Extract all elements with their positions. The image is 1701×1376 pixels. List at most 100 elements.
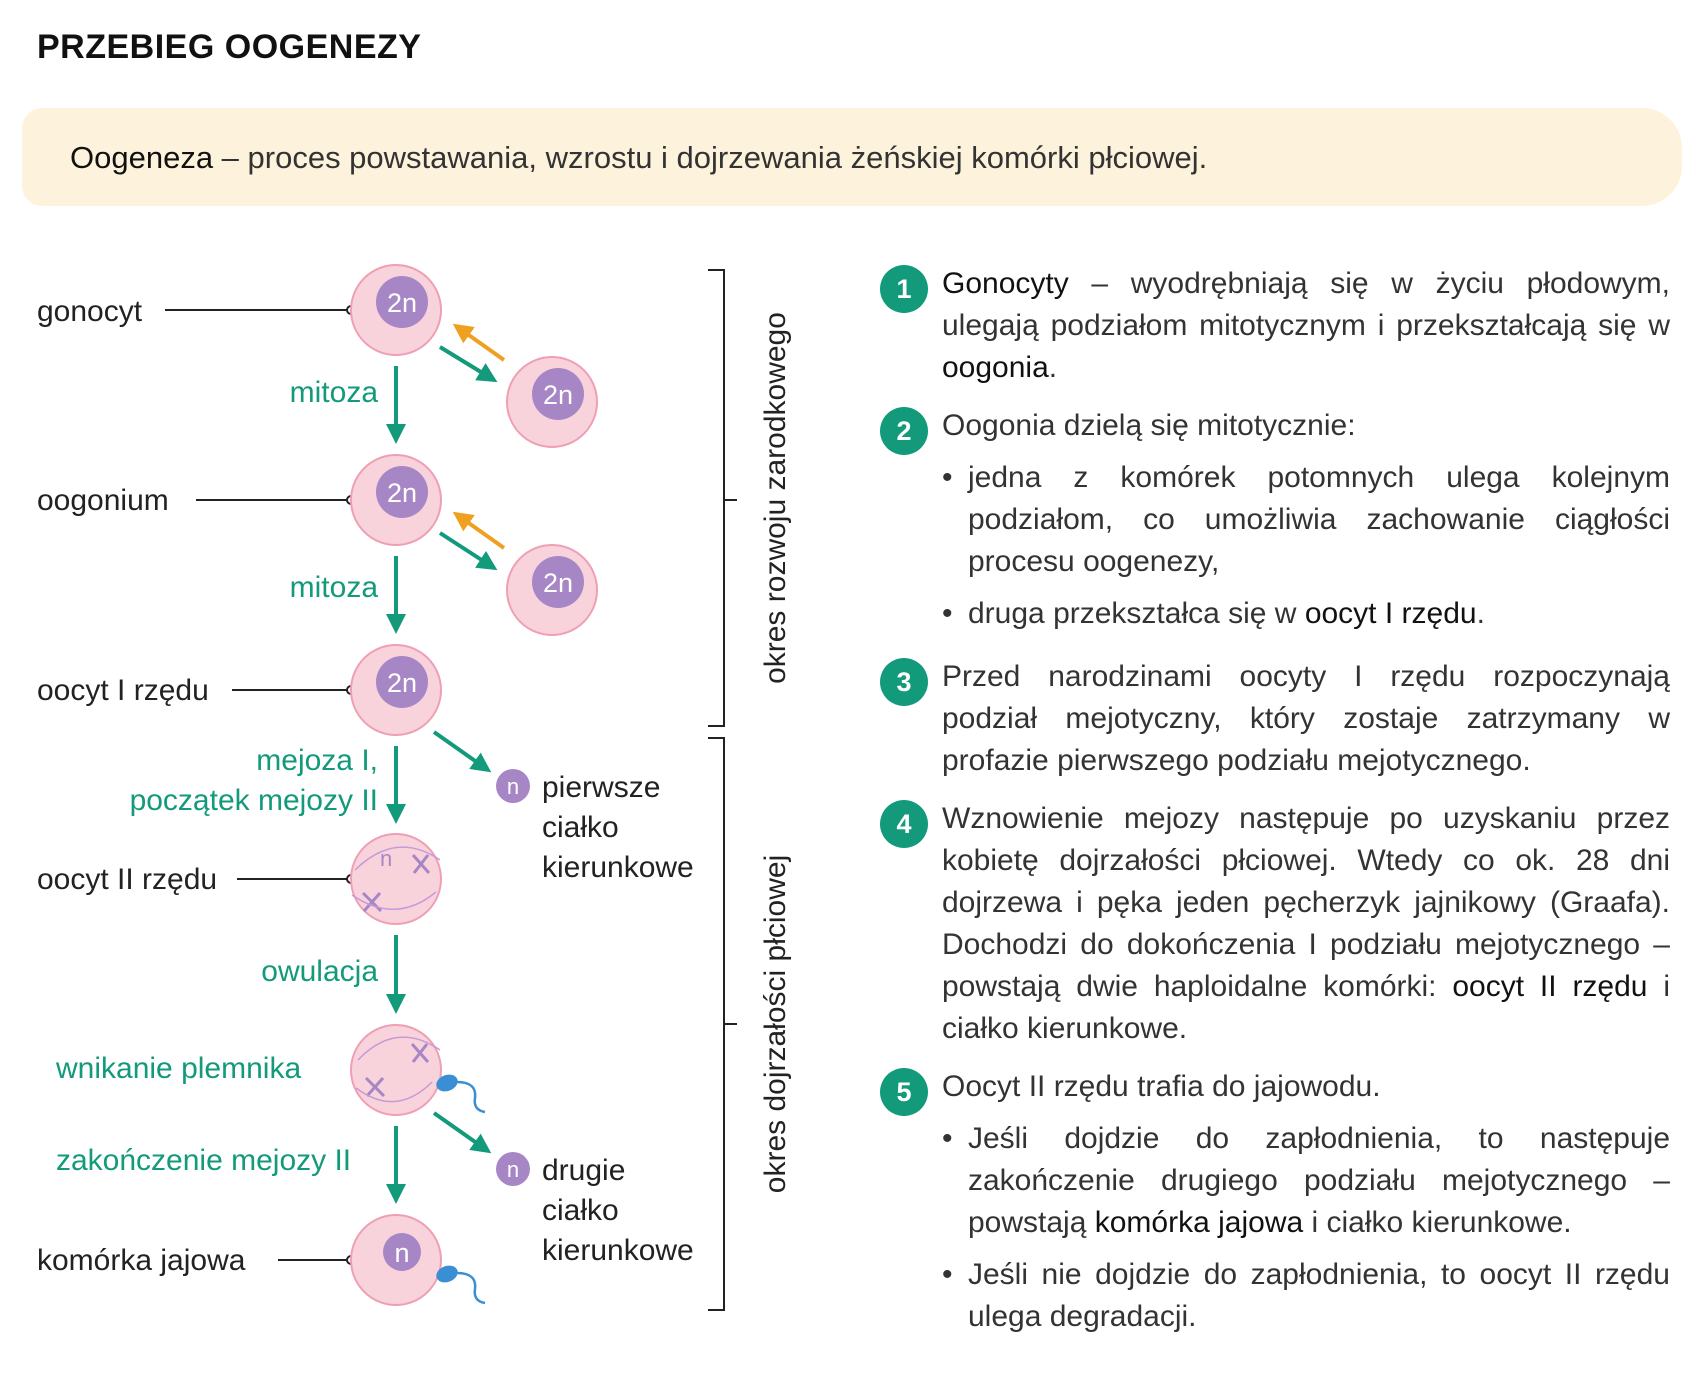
cell-oogonium: 2n [350, 454, 442, 546]
key-term: oocyt I rzędu [1304, 597, 1477, 630]
period-lower-label: okres dojrzałości płciowej [759, 855, 792, 1193]
ploidy-label: n [380, 846, 392, 871]
text-run: Przed narodzinami oocyty I rzędu rozpocz… [942, 660, 1670, 777]
ploidy-label: 2n [543, 380, 573, 410]
step-number: 1 [880, 265, 928, 313]
polar-body-2-label-line1: drugie [542, 1154, 625, 1187]
process-wnikanie: wnikanie plemnika [55, 1052, 301, 1085]
process-mejoza-line1: mejoza I, [256, 744, 378, 777]
step-1: 1 Gonocyty – wyodrębniają się w życiu pł… [880, 263, 1670, 389]
polar-body-1-label-line3: kierunkowe [542, 851, 694, 884]
cell-oocyt1: 2n [350, 644, 442, 736]
arrow-polar-body-2 [432, 1111, 492, 1154]
period-upper-label: okres rozwoju zarodkowego [759, 312, 792, 684]
bracket-lower [708, 737, 737, 1311]
polar-body-1-label-line2: ciałko [542, 811, 619, 844]
polar-body-2-label-line2: ciałko [542, 1194, 619, 1227]
step-text: Przed narodzinami oocyty I rzędu rozpocz… [942, 656, 1670, 782]
cell-fertilized [350, 1024, 486, 1116]
nucleus [376, 656, 428, 708]
definition-text: – proces powstawania, wzrostu i dojrzewa… [213, 140, 1208, 175]
cell-komorka-jajowa: n [350, 1214, 486, 1306]
step-text: Oogonia dzielą się mitotycznie: [942, 405, 1670, 447]
arrow-return-2 [452, 511, 506, 550]
ploidy-label: n [507, 1157, 519, 1182]
text-run: jedna z komórek potomnych ulega kolejnym… [968, 461, 1670, 578]
step-number: 4 [880, 800, 928, 848]
text-run: Wznowienie mejozy następuje po uzyskaniu… [942, 802, 1670, 1003]
step-text: Oocyt II rzędu trafia do jajowodu. [942, 1066, 1670, 1108]
step-4: 4 Wznowienie mejozy następuje po uzyskan… [880, 798, 1670, 1050]
key-term: oocyt II rzędu [1452, 970, 1648, 1003]
definition-term: Oogeneza [70, 140, 214, 175]
cell-gonocyt: 2n [350, 264, 442, 356]
definition: Oogeneza – proces powstawania, wzrostu i… [70, 140, 1207, 176]
process-owulacja: owulacja [261, 955, 378, 988]
arrow-polar-body-1 [432, 730, 492, 773]
process-mitoza-1: mitoza [290, 376, 379, 409]
cell-oocyt2: n [350, 833, 442, 925]
arrow-split-2 [438, 531, 498, 571]
step-text: Wznowienie mejozy następuje po uzyskaniu… [942, 798, 1670, 1050]
step-number: 5 [880, 1068, 928, 1116]
key-term: Gonocyty [942, 267, 1069, 300]
spindle-icon [354, 846, 441, 871]
chromosome-icon [364, 1043, 430, 1098]
step-number: 3 [880, 658, 928, 706]
step-bullet: druga przekształca się w oocyt I rzędu. [942, 593, 1670, 635]
label-komorka: komórka jajowa [37, 1244, 246, 1277]
arrow-return-1 [452, 323, 506, 362]
nucleus [376, 466, 428, 518]
bracket-upper [708, 269, 737, 727]
text-run: i ciałko kierunkowe. [1303, 1206, 1572, 1239]
text-run: i ciałko kierunkowe. [942, 970, 1671, 1045]
ploidy-label: n [394, 1238, 409, 1268]
step-5: 5 Oocyt II rzędu trafia do jajowodu. Jeś… [880, 1066, 1670, 1338]
polar-body-2: n [496, 1152, 530, 1186]
cell-oogonium-daughter: 2n [506, 544, 598, 636]
text-run: – wyodrębniają się w życiu płodowym, ule… [942, 267, 1670, 342]
text-run: Jeśli nie dojdzie do zapłodnienia, to oo… [968, 1258, 1670, 1333]
text-run: . [1476, 597, 1485, 630]
spindle-icon [357, 1036, 441, 1061]
page-title: PRZEBIEG OOGENEZY [37, 28, 422, 66]
nucleus [383, 1233, 421, 1271]
label-oocyt2: oocyt II rzędu [37, 863, 217, 896]
step-2: 2 Oogonia dzielą się mitotycznie: jedna … [880, 405, 1670, 635]
key-term: oogonia [942, 351, 1049, 384]
ploidy-label: 2n [387, 288, 417, 318]
arrow-split-1 [438, 345, 498, 383]
process-mitoza-2: mitoza [290, 571, 379, 604]
label-oogonium: oogonium [37, 484, 169, 517]
polar-body-1-label-line1: pierwsze [542, 771, 660, 804]
sperm-icon [436, 1074, 486, 1114]
text-run: Oocyt II rzędu trafia do jajowodu. [942, 1070, 1381, 1103]
key-term: komórka jajowa [1094, 1206, 1304, 1239]
step-bullet: jedna z komórek potomnych ulega kolejnym… [942, 457, 1670, 583]
step-number: 2 [880, 407, 928, 455]
sperm-icon [436, 1265, 486, 1305]
ploidy-label: 2n [387, 668, 417, 698]
polar-body-2-label-line3: kierunkowe [542, 1234, 694, 1267]
nucleus [532, 368, 584, 420]
definition-band [22, 108, 1682, 206]
text-run: druga przekształca się w [968, 597, 1305, 630]
process-mejoza-line2: początek mejozy II [130, 784, 378, 817]
text-run: . [1048, 351, 1058, 384]
text-run: Jeśli dojdzie do zapłodnienia, to następ… [968, 1122, 1670, 1239]
step-3: 3 Przed narodzinami oocyty I rzędu rozpo… [880, 656, 1670, 782]
ploidy-label: 2n [387, 478, 417, 508]
step-bullet: Jeśli dojdzie do zapłodnienia, to następ… [942, 1118, 1670, 1244]
spindle-icon [355, 1081, 433, 1103]
polar-body-1: n [496, 769, 530, 803]
nucleus [532, 556, 584, 608]
text-run: Oogonia dzielą się mitotycznie: [942, 409, 1356, 442]
ploidy-label: n [507, 774, 519, 799]
label-oocyt1: oocyt I rzędu [37, 674, 209, 707]
nucleus [376, 276, 428, 328]
step-bullet: Jeśli nie dojdzie do zapłodnienia, to oo… [942, 1254, 1670, 1338]
spindle-icon [351, 891, 437, 910]
ploidy-label: 2n [543, 568, 573, 598]
label-gonocyt: gonocyt [37, 295, 143, 328]
